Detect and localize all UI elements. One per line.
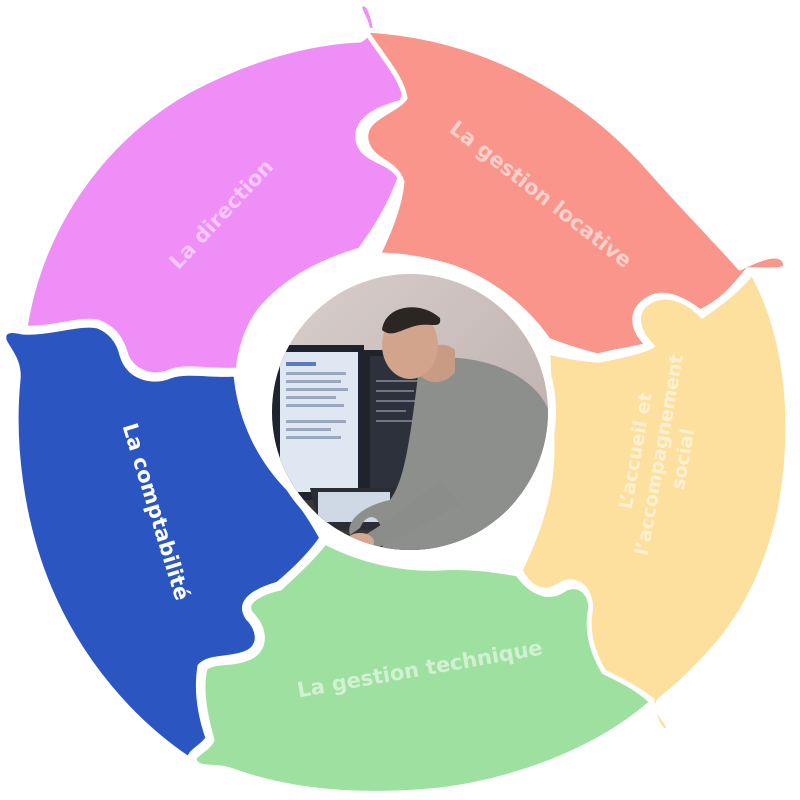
segment-comptabilite bbox=[1, 322, 325, 763]
segment-direction bbox=[22, 1, 408, 378]
segment-gestion-technique bbox=[191, 539, 655, 796]
segment-gestion-locative bbox=[362, 27, 789, 359]
segment-accueil bbox=[517, 269, 791, 734]
center-photo: Homme travaillant devant des écrans d’or… bbox=[272, 274, 548, 550]
